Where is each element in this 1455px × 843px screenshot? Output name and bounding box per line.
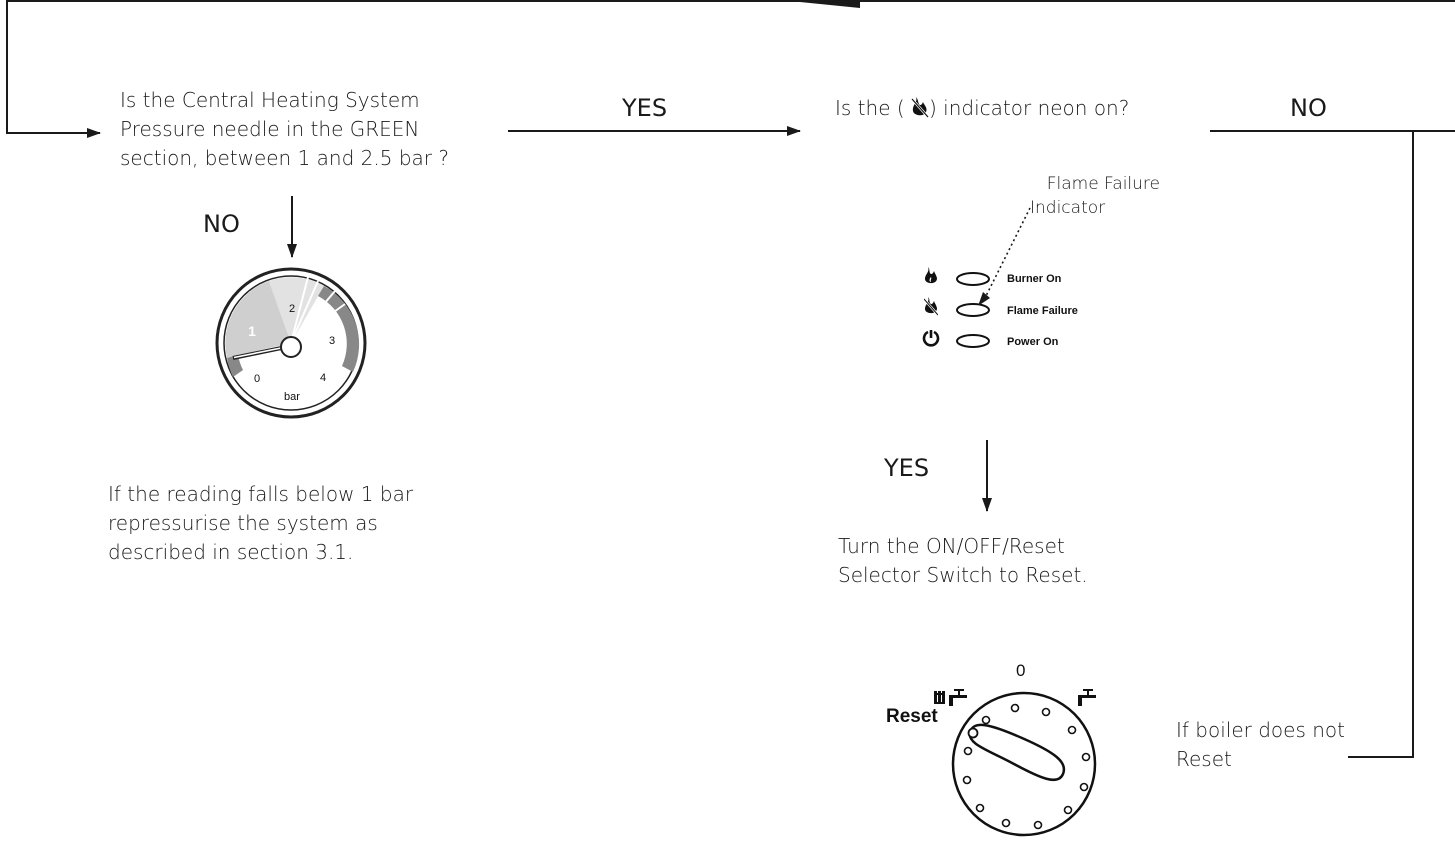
pressure-question-line: Pressure needle in the GREEN xyxy=(120,117,420,141)
gauge-tick-3: 3 xyxy=(329,335,335,347)
tap-icon xyxy=(1078,689,1096,706)
not-reset-note-line: If boiler does not xyxy=(1176,718,1345,742)
neon-question: Is the ( ) indicator neon on? xyxy=(835,94,1129,123)
flame-icon xyxy=(925,267,937,284)
power-led xyxy=(956,334,990,348)
repressurise-note-line: repressurise the system as xyxy=(108,511,378,535)
reset-instruction-line: Selector Switch to Reset. xyxy=(838,563,1088,587)
selector-reset-label: Reset xyxy=(886,706,938,727)
flame-failure-callout: Flame Failure Indicator xyxy=(1010,172,1160,220)
gauge-tick-2: 2 xyxy=(289,303,295,315)
indicator-label: Flame Failure xyxy=(1007,305,1078,317)
flame-failure-led xyxy=(956,303,990,317)
callout-dotted-line xyxy=(984,207,1031,299)
reset-instruction: Turn the ON/OFF/Reset Selector Switch to… xyxy=(838,532,1088,590)
radiator-tap-icon xyxy=(934,689,967,706)
green-section xyxy=(225,281,291,358)
flame-failure-icon xyxy=(911,97,929,118)
reset-instruction-line: Turn the ON/OFF/Reset xyxy=(838,534,1065,558)
gauge-tick-4: 4 xyxy=(320,372,326,384)
indicator-panel: Burner On Flame Failure Power On xyxy=(922,266,1124,356)
top-return-arrowhead xyxy=(790,0,860,8)
pressure-question-line: section, between 1 and 2.5 bar ? xyxy=(120,146,449,170)
indicator-label: Burner On xyxy=(1007,273,1062,285)
selector-pointer xyxy=(968,723,1066,782)
not-reset-note-line: Reset xyxy=(1176,747,1232,771)
yes-label-middle: YES xyxy=(884,454,930,482)
selector-zero-label: 0 xyxy=(1016,661,1026,680)
no-label-left: NO xyxy=(203,210,240,238)
indicator-label: Power On xyxy=(1007,336,1059,348)
repressurise-note-line: If the reading falls below 1 bar xyxy=(108,482,414,506)
callout-arrowhead xyxy=(978,292,990,306)
low-pressure-band xyxy=(227,355,243,377)
repressurise-note: If the reading falls below 1 bar repress… xyxy=(108,480,413,567)
pressure-question: Is the Central Heating System Pressure n… xyxy=(120,86,449,173)
gauge-unit: bar xyxy=(284,391,300,403)
burner-led xyxy=(956,272,990,286)
green-section xyxy=(269,277,324,343)
pressure-gauge: 0 1 2 3 4 bar xyxy=(215,267,367,419)
selector-switch[interactable]: 0 Reset xyxy=(880,660,1120,840)
selector-dial[interactable] xyxy=(950,690,1100,840)
gauge-tick-0: 0 xyxy=(254,373,260,385)
pressure-question-line: Is the Central Heating System xyxy=(120,88,420,112)
high-pressure-band xyxy=(318,286,360,372)
not-reset-note: If boiler does not Reset xyxy=(1176,716,1345,774)
callout-line: Indicator xyxy=(1030,198,1106,218)
yes-label-top: YES xyxy=(622,94,668,122)
power-icon xyxy=(922,330,940,347)
no-label-top: NO xyxy=(1290,94,1327,122)
neon-question-prefix: Is the ( xyxy=(835,96,912,120)
callout-line: Flame Failure xyxy=(1046,174,1160,194)
neon-question-suffix: ) indicator neon on? xyxy=(929,96,1130,120)
gauge-tick-1: 1 xyxy=(248,323,256,339)
flame-failure-icon xyxy=(924,297,938,316)
repressurise-note-line: described in section 3.1. xyxy=(108,540,354,564)
